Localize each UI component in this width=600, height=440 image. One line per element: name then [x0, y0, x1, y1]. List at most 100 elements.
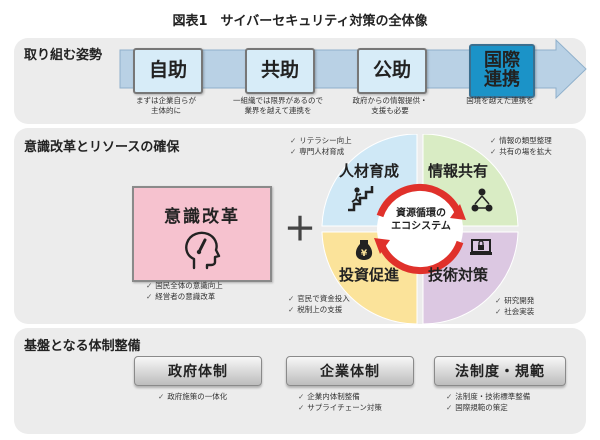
check-icon: ✓	[146, 291, 153, 301]
caption-line: まずは企業自らが	[136, 96, 196, 105]
figure-title: 図表1 サイバーセキュリティ対策の全体像	[172, 14, 428, 29]
check-icon: ✓	[288, 304, 295, 314]
step-self-help-label: 自助	[148, 59, 187, 82]
bullet-text: 専門人材育成	[299, 146, 345, 156]
cycle-arrow-bottom-head	[374, 238, 390, 254]
check-icon: ✓	[490, 146, 497, 156]
money-bag-icon: ¥	[355, 240, 373, 260]
bullet-item: ✓官民で資金投入	[288, 294, 350, 305]
section-heading-awareness: 意識改革とリソースの確保	[24, 140, 180, 155]
network-people-icon	[471, 188, 493, 212]
bullet-text: 研究開発	[504, 296, 535, 305]
bullet-item: ✓専門人材育成	[290, 147, 352, 158]
check-icon: ✓	[146, 281, 153, 290]
center-label-line: 資源循環の	[396, 208, 446, 219]
quadrant-label-investment: 投資促進	[339, 266, 400, 284]
bullet-text: 経営者の意識改革	[155, 291, 216, 301]
bullet-text: サプライチェーン対策	[307, 402, 382, 412]
bullet-text: 企業内体制整備	[307, 392, 360, 401]
check-icon: ✓	[495, 306, 502, 316]
check-icon: ✓	[495, 296, 502, 305]
legal-framework-bullets: ✓法制度・技術標準整備 ✓国際規範の策定	[446, 392, 530, 414]
check-icon: ✓	[288, 294, 295, 303]
investment-bullets: ✓官民で資金投入 ✓税制上の支援	[288, 294, 350, 316]
bullet-item: ✓情報の類型整理	[490, 136, 552, 147]
government-structure-box: 政府体制	[134, 356, 262, 386]
stairs-person-icon	[348, 186, 374, 212]
step-public-help: 公助	[357, 48, 427, 94]
bullet-text: 国際規範の策定	[455, 402, 508, 412]
corporate-structure-bullets: ✓企業内体制整備 ✓サプライチェーン対策	[298, 392, 382, 414]
bullet-item: ✓国民全体の意識向上	[146, 281, 223, 292]
bullet-text: 税制上の支援	[297, 304, 343, 314]
step-self-help-caption: まずは企業自らが 主体的に	[116, 96, 216, 116]
quadrant-label-info: 情報共有	[428, 162, 489, 180]
awareness-reform-box: 意識改革	[132, 186, 272, 282]
bullet-item: ✓企業内体制整備	[298, 392, 382, 403]
bullet-item: ✓サプライチェーン対策	[298, 403, 382, 414]
check-icon: ✓	[298, 402, 305, 412]
awareness-reform-bullets: ✓国民全体の意識向上 ✓経営者の意識改革	[146, 281, 223, 303]
check-icon: ✓	[298, 392, 305, 401]
bullet-item: ✓共有の場を拡大	[490, 147, 552, 158]
ecosystem-center-label: 資源循環の エコシステム	[371, 208, 471, 233]
check-icon: ✓	[290, 136, 297, 145]
caption-line: 業界を越えて連携を	[244, 106, 312, 116]
government-structure-bullets: ✓政府施策の一体化	[158, 392, 227, 403]
bullet-text: リテラシー向上	[299, 136, 352, 145]
government-structure-label: 政府体制	[168, 364, 228, 380]
bullet-text: 政府施策の一体化	[167, 392, 228, 401]
bullet-item: ✓国際規範の策定	[446, 403, 530, 414]
plus-sign: ＋	[284, 210, 317, 248]
bullet-item: ✓研究開発	[495, 296, 534, 307]
resource-cycle-diagram: ¥	[321, 134, 519, 324]
bullet-item: ✓政府施策の一体化	[158, 392, 227, 403]
step-international-label-line2: 連携	[484, 69, 520, 90]
step-self-help: 自助	[133, 48, 203, 94]
section-heading-commitment: 取り組む姿勢	[24, 48, 103, 63]
bullet-item: ✓税制上の支援	[288, 305, 350, 316]
center-circle	[377, 186, 463, 272]
center-label-line: エコシステム	[391, 220, 451, 232]
awareness-reform-label: 意識改革	[164, 207, 240, 227]
cycle-arrow-top	[376, 183, 462, 218]
caption-line: 一組織では限界があるので	[233, 96, 323, 105]
caption-line: 支援も必要	[371, 106, 409, 116]
section-heading-foundation: 基盤となる体制整備	[24, 339, 141, 354]
step-international-cooperation: 国際 連携	[469, 44, 535, 98]
tech-measures-bullets: ✓研究開発 ✓社会実装	[495, 296, 534, 318]
legal-framework-label: 法制度・規範	[455, 364, 545, 380]
caption-line: 主体的に	[151, 106, 181, 116]
bullet-text: 法制度・技術標準整備	[455, 392, 531, 401]
bullet-text: 共有の場を拡大	[499, 146, 552, 156]
bullet-text: 社会実装	[504, 306, 535, 316]
bullet-item: ✓リテラシー向上	[290, 136, 352, 147]
cycle-arrow-top-head	[450, 204, 466, 220]
step-public-help-caption: 政府からの情報提供・ 支援も必要	[338, 96, 442, 116]
check-icon: ✓	[446, 402, 453, 412]
head-thinking-icon	[185, 231, 221, 270]
step-mutual-help-label: 共助	[260, 59, 299, 82]
bullet-item: ✓経営者の意識改革	[146, 292, 223, 303]
step-mutual-help: 共助	[245, 48, 315, 94]
check-icon: ✓	[490, 136, 497, 145]
quadrant-label-hr: 人材育成	[339, 162, 400, 180]
bullet-text: 官民で資金投入	[297, 294, 350, 303]
corporate-structure-box: 企業体制	[286, 356, 414, 386]
caption-line: 国境を越えた連携を	[466, 96, 534, 105]
bullet-item: ✓社会実装	[495, 307, 534, 318]
step-public-help-label: 公助	[372, 59, 411, 82]
check-icon: ✓	[158, 392, 165, 401]
quadrant-label-tech: 技術対策	[428, 266, 489, 284]
corporate-structure-label: 企業体制	[320, 364, 380, 380]
step-international-label-line1: 国際	[484, 50, 520, 72]
caption-line: 政府からの情報提供・	[352, 96, 428, 105]
svg-text:¥: ¥	[361, 249, 368, 259]
cycle-arrow-bottom	[378, 240, 464, 275]
laptop-lock-icon	[470, 239, 492, 255]
info-sharing-bullets: ✓情報の類型整理 ✓共有の場を拡大	[490, 136, 552, 158]
hr-development-bullets: ✓リテラシー向上 ✓専門人材育成	[290, 136, 352, 158]
bullet-text: 情報の類型整理	[499, 136, 552, 145]
bullet-item: ✓法制度・技術標準整備	[446, 392, 530, 403]
step-mutual-help-caption: 一組織では限界があるので 業界を越えて連携を	[222, 96, 334, 116]
